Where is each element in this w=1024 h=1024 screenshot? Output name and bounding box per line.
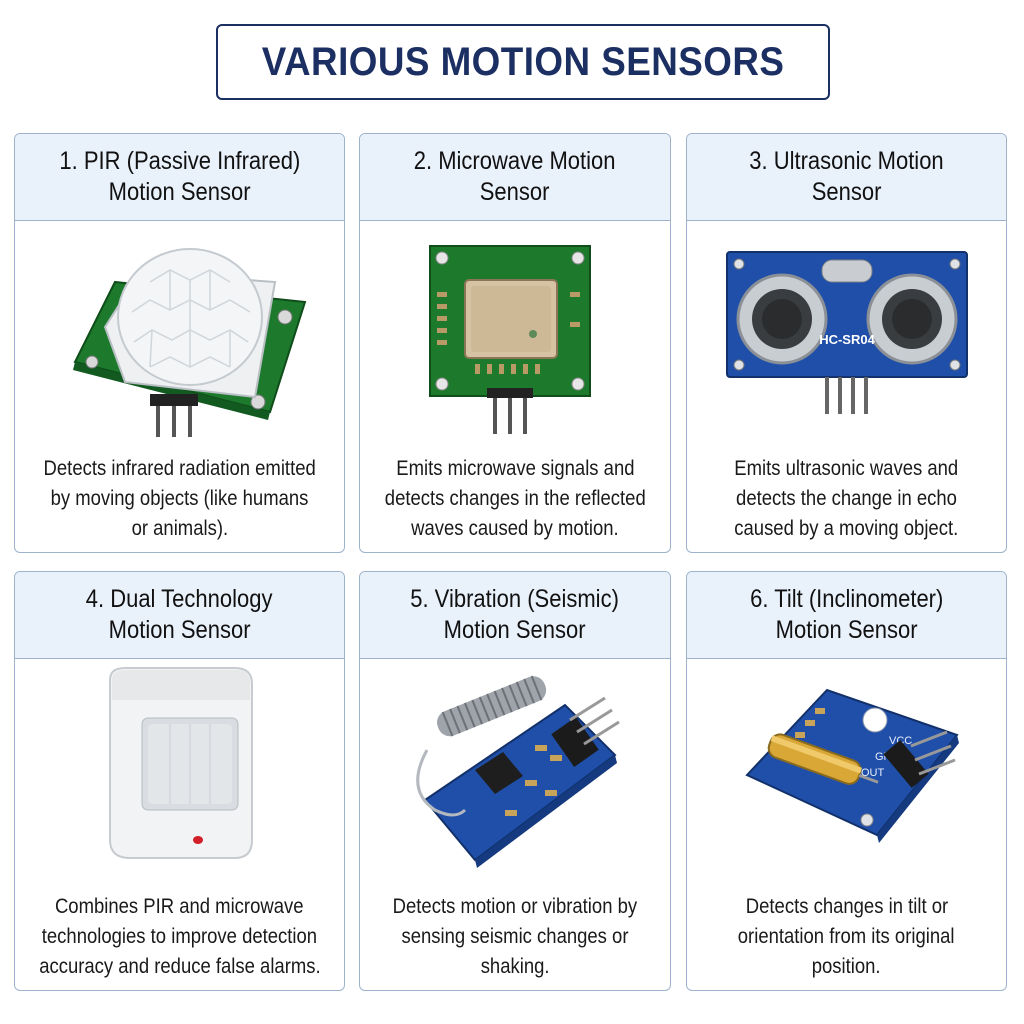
card-dual-tech: 4. Dual Technology Motion Sensor Combine…	[14, 571, 345, 991]
description-line: Detects motion or vibration by	[392, 895, 638, 918]
card-pir: 1. PIR (Passive Infrared) Motion Sensor	[14, 133, 345, 553]
card-title-line-2: Sensor	[811, 178, 882, 206]
card-title-line-1: 1. PIR (Passive Infrared)	[59, 147, 300, 175]
description-line: Emits microwave signals and	[395, 457, 635, 480]
card-header: 6. Tilt (Inclinometer) Motion Sensor	[687, 572, 1006, 659]
card-title-line-2: Motion Sensor	[108, 616, 251, 644]
card-title-line-1: 5. Vibration (Seismic)	[410, 585, 620, 613]
description-line: accuracy and reduce false alarms.	[38, 955, 321, 978]
vibration-sensor-icon	[416, 675, 620, 868]
card-tilt: 6. Tilt (Inclinometer) Motion Sensor VCC…	[686, 571, 1007, 991]
page-title: VARIOUS MOTION SENSORS	[261, 39, 785, 84]
card-header: 2. Microwave Motion Sensor	[360, 134, 670, 221]
description-line: Detects changes in tilt or	[745, 895, 948, 918]
card-description: Detects infrared radiation emitted by mo…	[23, 454, 336, 544]
description-line: Combines PIR and microwave	[55, 895, 304, 918]
card-image: HC-SR04	[687, 222, 1006, 462]
card-vibration: 5. Vibration (Seismic) Motion Sensor	[359, 571, 671, 991]
card-title-line-2: Motion Sensor	[444, 616, 586, 644]
card-title-line-2: Motion Sensor	[108, 178, 251, 206]
card-microwave: 2. Microwave Motion Sensor	[359, 133, 671, 553]
card-header: 3. Ultrasonic Motion Sensor	[687, 134, 1006, 221]
description-line: detects changes in the reflected	[384, 487, 646, 510]
pin-label-out: OUT	[861, 767, 885, 779]
tilt-sensor-icon: VCC GND OUT	[744, 688, 959, 843]
card-title-line-1: 4. Dual Technology	[86, 585, 273, 613]
card-title-line-2: Motion Sensor	[775, 616, 918, 644]
description-line: waves caused by motion.	[411, 517, 619, 540]
card-image: VCC GND OUT	[687, 660, 1006, 900]
description-line: technologies to improve detection	[41, 925, 318, 948]
card-description: Detects changes in tilt or orientation f…	[695, 892, 998, 982]
card-image	[15, 222, 344, 462]
card-image	[15, 660, 344, 900]
description-line: caused by a moving object.	[734, 517, 959, 540]
dual-tech-sensor-icon	[108, 667, 253, 859]
card-title-line-1: 6. Tilt (Inclinometer)	[749, 585, 944, 613]
card-header: 4. Dual Technology Motion Sensor	[15, 572, 344, 659]
card-description: Emits ultrasonic waves and detects the c…	[695, 454, 998, 544]
description-line: sensing seismic changes or	[401, 925, 629, 948]
card-header: 1. PIR (Passive Infrared) Motion Sensor	[15, 134, 344, 221]
chip-label: HC-SR04	[819, 332, 875, 347]
card-title-line-1: 3. Ultrasonic Motion	[749, 147, 944, 175]
description-line: shaking.	[480, 955, 550, 978]
description-line: detects the change in echo	[736, 487, 957, 510]
description-line: or animals).	[131, 517, 228, 540]
description-line: Detects infrared radiation emitted	[43, 457, 316, 480]
description-line: by moving objects (like humans	[50, 487, 309, 510]
card-title-line-2: Sensor	[480, 178, 550, 206]
ultrasonic-sensor-icon: HC-SR04	[725, 251, 968, 414]
description-line: Emits ultrasonic waves and	[734, 457, 959, 480]
card-ultrasonic: 3. Ultrasonic Motion Sensor HC-SR04	[686, 133, 1007, 553]
description-line: orientation from its original	[738, 925, 955, 948]
card-header: 5. Vibration (Seismic) Motion Sensor	[360, 572, 670, 659]
description-line: position.	[812, 955, 881, 978]
card-description: Combines PIR and microwave technologies …	[23, 892, 336, 982]
pir-sensor-icon	[72, 248, 306, 437]
card-title-line-1: 2. Microwave Motion	[414, 147, 616, 175]
card-description: Emits microwave signals and detects chan…	[368, 454, 662, 544]
card-image	[360, 222, 670, 462]
card-description: Detects motion or vibration by sensing s…	[368, 892, 662, 982]
title-box: VARIOUS MOTION SENSORS	[216, 24, 830, 100]
microwave-sensor-icon	[429, 245, 591, 434]
card-image	[360, 660, 670, 900]
